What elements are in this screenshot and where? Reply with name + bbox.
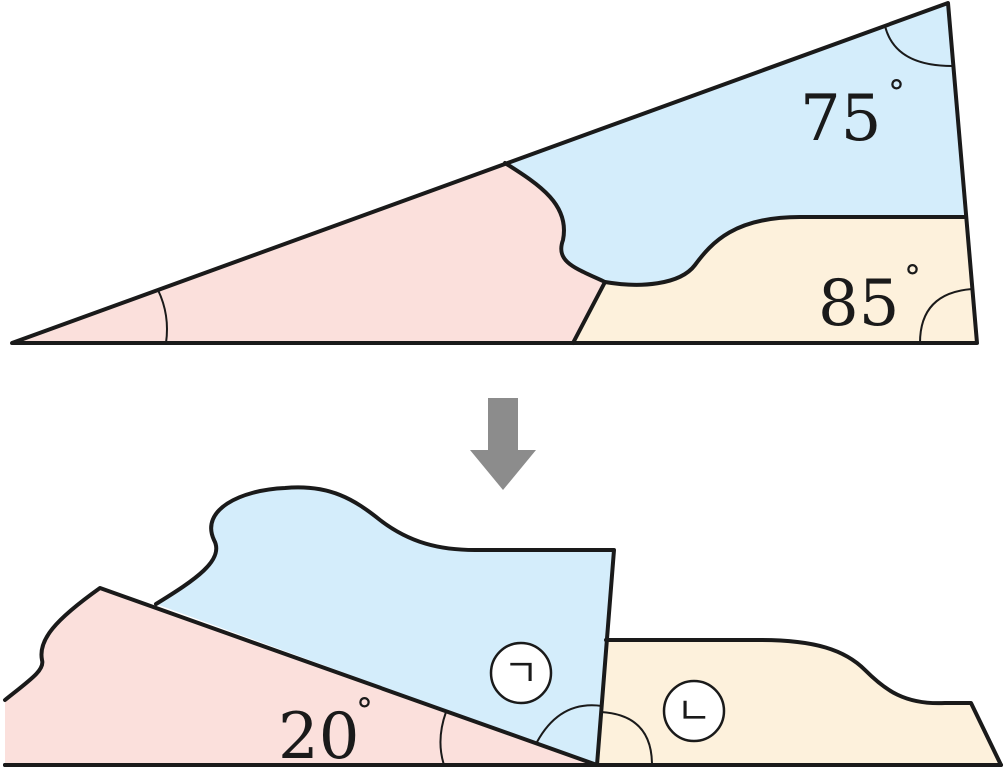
top-apex-angle-label: 75: [800, 82, 881, 156]
cream-angle-mark: ㄴ: [662, 679, 726, 743]
bottom-cream-outline: [595, 638, 1003, 767]
top-left-angle-arc: [157, 289, 168, 344]
bottom-pink-angle-arc: [439, 711, 447, 766]
bottom-pink-degree: °: [356, 691, 373, 731]
top-triangle: 75 ° 85 °: [10, 1, 979, 345]
top-pink-piece: [12, 163, 605, 343]
top-apex-angle-arc: [884, 25, 953, 67]
bottom-pink-angle-label: 20: [278, 700, 359, 774]
top-cream-piece: [573, 217, 977, 343]
down-arrow-icon: [470, 398, 536, 490]
bottom-blue-outline: [154, 485, 616, 767]
cream-angle-mark-text: ㄴ: [677, 689, 712, 733]
top-triangle-outline: [10, 1, 979, 345]
bottom-pink-outline: [3, 586, 599, 767]
top-right-degree: °: [904, 258, 921, 298]
bottom-cream-angle-arc: [600, 711, 653, 766]
top-cut-blue-cream: [603, 215, 966, 287]
top-right-angle-arc: [919, 288, 973, 344]
top-apex-degree: °: [888, 73, 905, 113]
bottom-pink-piece: [5, 588, 597, 765]
bottom-rearranged: 20 ° ㄱ ㄴ: [3, 485, 1003, 774]
blue-angle-mark-text: ㄱ: [504, 651, 539, 695]
top-cut-pink-blue: [503, 161, 607, 345]
top-right-angle-label: 85: [818, 267, 899, 341]
bottom-blue-angle-arc: [536, 704, 603, 743]
blue-angle-mark: ㄱ: [489, 641, 553, 705]
top-blue-piece: [505, 3, 964, 285]
